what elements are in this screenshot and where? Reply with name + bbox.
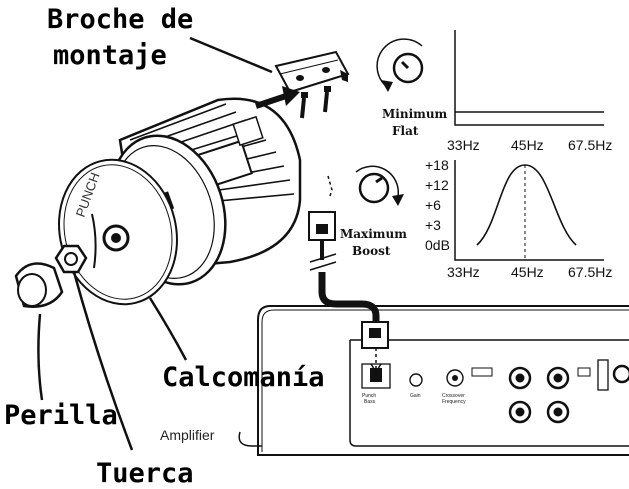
label-nut: Tuerca [96,458,194,489]
amplifier-chassis [257,305,629,456]
x-tick-label: 67.5Hz [568,264,612,280]
x-tick-label: 45Hz [511,137,544,153]
x-tick-label: 45Hz [511,264,544,280]
led-indicator [577,367,591,377]
chart-axes [454,160,604,261]
filter-switch[interactable] [471,367,493,377]
gain-label: Gain [410,393,421,399]
amplifier-panel: Punch Bass Gain Crossover Frequency [361,359,629,424]
boost-response-chart: 33Hz 45Hz 67.5Hz +18 +12 +6 +3 0dB [425,157,612,280]
label-mounting-bracket-2: montaje [53,40,167,71]
knob-cap [14,262,64,308]
y-tick-label: 0dB [425,237,450,253]
punch-bass-port [370,368,382,382]
screws [300,86,331,119]
chart-axes [454,30,604,126]
crossover-label-2: Frequency [442,399,466,405]
remote-cable [308,175,389,374]
y-tick-label: +6 [425,197,441,213]
side-connector [597,359,609,391]
flat-response-chart: 33Hz 45Hz 67.5Hz [447,30,612,153]
punch-bass-label-1: Punch [362,393,376,399]
nut [54,244,88,274]
punch-bass-label-2: Bass [364,399,376,405]
minimum-caption-1: Minimum [382,107,448,121]
leader-lines [37,36,273,451]
crossover-knob[interactable] [446,369,464,387]
bracket-arrow [255,93,287,109]
x-tick-label: 67.5Hz [568,137,612,153]
rca-jacks [508,366,570,424]
label-decal: Calcomanía [162,362,325,393]
maximum-knob-icon [355,165,404,206]
maximum-caption-1: Maximum [340,227,407,241]
decal-plate: PUNCH [58,158,178,306]
crossover-label-1: Crossover [442,393,465,399]
y-tick-label: +18 [425,157,449,173]
power-terminal [612,364,629,384]
bracket-arrowhead [282,86,300,106]
label-mounting-bracket-1: Broche de [47,4,193,35]
amplifier-label: Amplifier [160,427,215,443]
x-tick-label: 33Hz [447,137,480,153]
y-tick-label: +3 [425,217,441,233]
label-knob: Perilla [4,400,118,431]
series-line [476,164,577,246]
x-tick-label: 33Hz [447,264,480,280]
minimum-knob-icon [376,38,424,92]
maximum-caption-2: Boost [352,244,391,258]
amp-cable-hook [238,431,262,447]
mounting-bracket [274,50,350,94]
punch-bass-jack [361,363,391,389]
minimum-caption-2: Flat [392,124,419,138]
gain-knob[interactable] [409,373,423,387]
y-tick-label: +12 [425,177,449,193]
